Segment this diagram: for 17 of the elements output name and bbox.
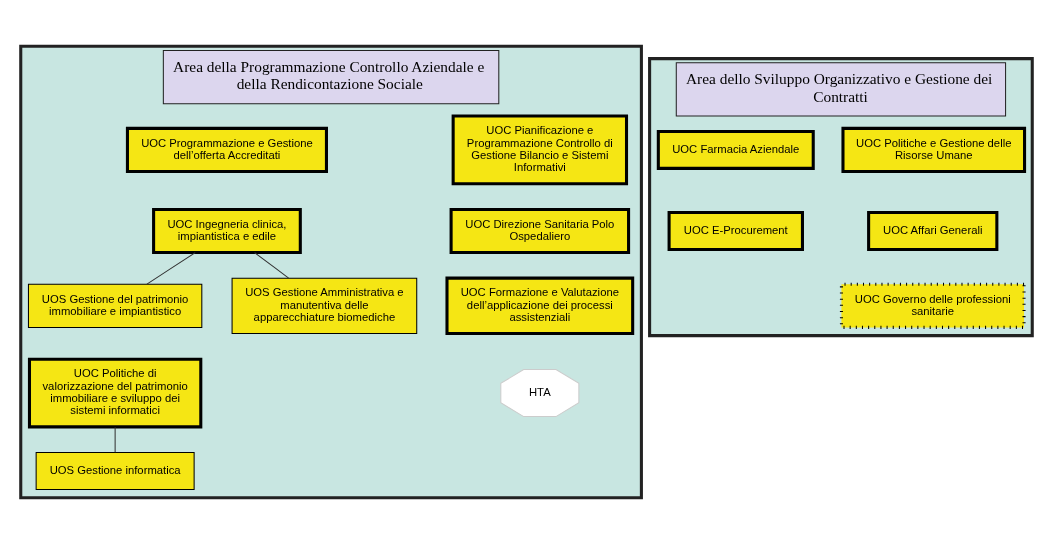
node-box: UOC Direzione Sanitaria Polo Ospedaliero [449, 207, 631, 255]
node-box: UOC Ingegneria clinica, impiantistica e edile [152, 207, 302, 255]
node-box: UOC E-Procurement [667, 210, 804, 251]
node-box: UOC Politiche di valorizzazione del patrimonio immobiliare e sviluppo dei sistemi informatici [27, 357, 203, 429]
node-box: UOC Pianificazione e Programmazione Controllo di Gestione Bilancio e Sistemi Informativi [451, 114, 629, 186]
node-box: UOC Affari Generali [867, 210, 999, 251]
node-box: UOS Gestione informatica [35, 452, 195, 490]
connector [146, 252, 196, 285]
node-box: UOC Programmazione e Gestione dell’offerta Accreditati [125, 126, 328, 173]
node-box: UOS Gestione del patrimonio immobiliare e impiantistico [27, 283, 203, 328]
connector [254, 252, 290, 279]
node-box: UOC Governo delle professioni sanitarie [839, 282, 1026, 329]
node-box: UOS Gestione Amministrativa e manutentiva delle apparecchiature biomediche [231, 277, 418, 335]
node-box: UOC Politiche e Gestione delle Risorse Umane [841, 126, 1027, 173]
node-box: UOC Farmacia Aziendale [656, 129, 815, 170]
connector [114, 426, 116, 453]
node-box: UOC Formazione e Valutazione dell’applicazione dei processi assistenziali [445, 276, 635, 336]
